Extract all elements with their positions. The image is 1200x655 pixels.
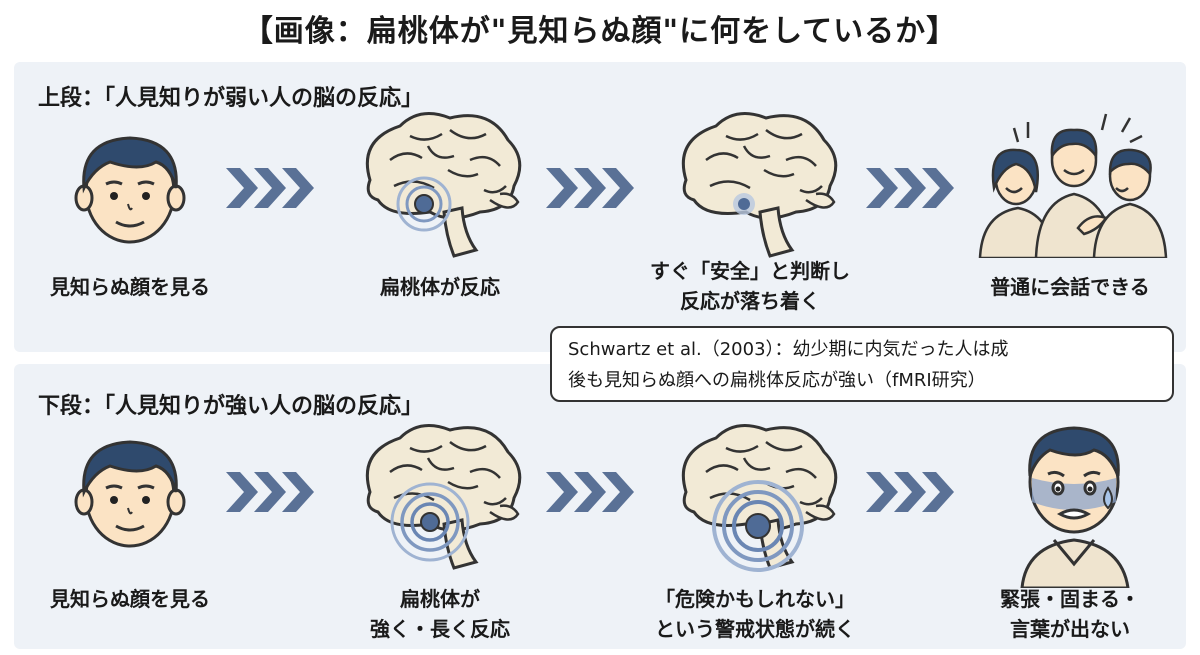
brain-alert-icon xyxy=(666,412,846,572)
citation-box: Schwartz et al.（2003）：幼少期に内気だった人は成 後も見知ら… xyxy=(550,326,1174,402)
stranger-face-icon xyxy=(60,426,200,556)
arrow-icon xyxy=(546,168,638,208)
bottom-step-2-caption: 扁桃体が 強く・長く反応 xyxy=(370,587,510,641)
bottom-section-label: 下段：「人見知りが強い人の脳の反応」 xyxy=(38,394,424,419)
stranger-face-icon xyxy=(60,122,200,252)
page-title: 【画像：扁桃体が"見知らぬ顔"に何をしているか】 xyxy=(242,14,958,49)
bottom-step-1-caption: 見知らぬ顔を見る xyxy=(50,587,210,611)
top-step-2-caption: 扁桃体が反応 xyxy=(380,275,500,299)
bottom-section-panel: 下段：「人見知りが強い人の脳の反応」 xyxy=(14,364,1186,649)
arrow-icon xyxy=(226,168,318,208)
arrow-icon xyxy=(866,168,958,208)
top-step-3-caption: すぐ「安全」と判断し 反応が落ち着く xyxy=(650,259,850,313)
citation-line-2: 後も見知らぬ顔への扁桃体反応が強い（fMRI研究） xyxy=(568,370,986,391)
brain-icon xyxy=(350,100,530,260)
brain-strong-reaction-icon xyxy=(350,412,530,572)
bottom-step-3-caption: 「危険かもしれない」 という警戒状態が続く xyxy=(655,587,855,641)
bottom-step-4-caption: 緊張・固まる・ 言葉が出ない xyxy=(1000,587,1140,641)
top-step-4-caption: 普通に会話できる xyxy=(990,275,1150,299)
top-section-label: 上段：「人見知りが弱い人の脳の反応」 xyxy=(38,86,424,111)
citation-line-1: Schwartz et al.（2003）：幼少期に内気だった人は成 xyxy=(568,339,1009,360)
nervous-face-icon xyxy=(1000,418,1150,588)
calm-brain-icon xyxy=(666,100,846,260)
top-section-panel: 上段：「人見知りが弱い人の脳の反応」 xyxy=(14,62,1186,352)
arrow-icon xyxy=(226,472,318,512)
arrow-icon xyxy=(546,472,638,512)
arrow-icon xyxy=(866,472,958,512)
top-step-1-caption: 見知らぬ顔を見る xyxy=(50,275,210,299)
people-talking-icon xyxy=(974,108,1174,258)
